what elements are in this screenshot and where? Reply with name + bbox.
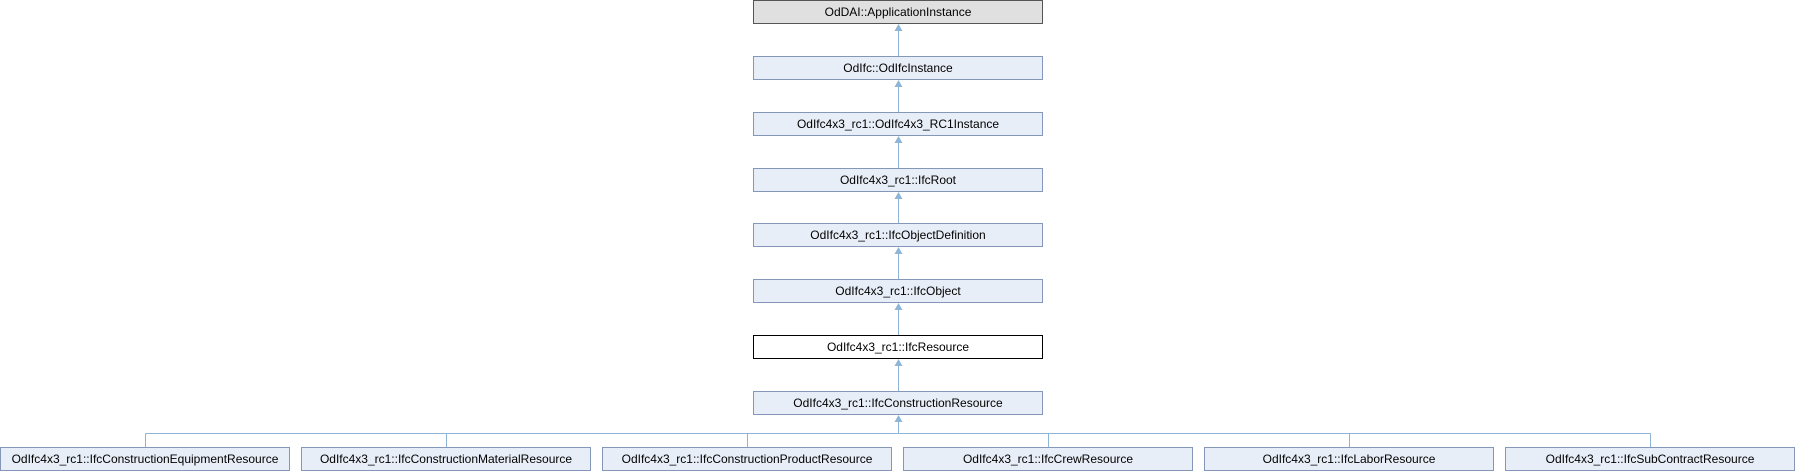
inheritance-arrow-head <box>894 136 903 143</box>
inheritance-arrow-head <box>894 192 903 199</box>
node-ifc-construction-resource[interactable]: OdIfc4x3_rc1::IfcConstructionResource <box>753 391 1043 415</box>
node-ifc-labor-resource[interactable]: OdIfc4x3_rc1::IfcLaborResource <box>1204 447 1494 471</box>
node-ifc-root[interactable]: OdIfc4x3_rc1::IfcRoot <box>753 168 1043 192</box>
node-application-instance[interactable]: OdDAI::ApplicationInstance <box>753 0 1043 24</box>
node-ifc-construction-equipment-resource[interactable]: OdIfc4x3_rc1::IfcConstructionEquipmentRe… <box>0 447 290 471</box>
inheritance-arrow-head <box>894 415 903 422</box>
node-ifc-construction-product-resource[interactable]: OdIfc4x3_rc1::IfcConstructionProductReso… <box>602 447 892 471</box>
node-ifc-subcontract-resource[interactable]: OdIfc4x3_rc1::IfcSubContractResource <box>1505 447 1795 471</box>
node-ifc-crew-resource[interactable]: OdIfc4x3_rc1::IfcCrewResource <box>903 447 1193 471</box>
node-ifc-object[interactable]: OdIfc4x3_rc1::IfcObject <box>753 279 1043 303</box>
inheritance-arrow-head <box>894 303 903 310</box>
node-odifc-instance[interactable]: OdIfc::OdIfcInstance <box>753 56 1043 80</box>
inheritance-arrow-head <box>894 80 903 87</box>
inheritance-arrow-head <box>894 247 903 254</box>
node-ifc-object-definition[interactable]: OdIfc4x3_rc1::IfcObjectDefinition <box>753 223 1043 247</box>
inheritance-arrow-head <box>894 359 903 366</box>
node-ifc-resource: OdIfc4x3_rc1::IfcResource <box>753 335 1043 359</box>
node-rc1-instance[interactable]: OdIfc4x3_rc1::OdIfc4x3_RC1Instance <box>753 112 1043 136</box>
inheritance-arrow-head <box>894 24 903 31</box>
node-ifc-construction-material-resource[interactable]: OdIfc4x3_rc1::IfcConstructionMaterialRes… <box>301 447 591 471</box>
